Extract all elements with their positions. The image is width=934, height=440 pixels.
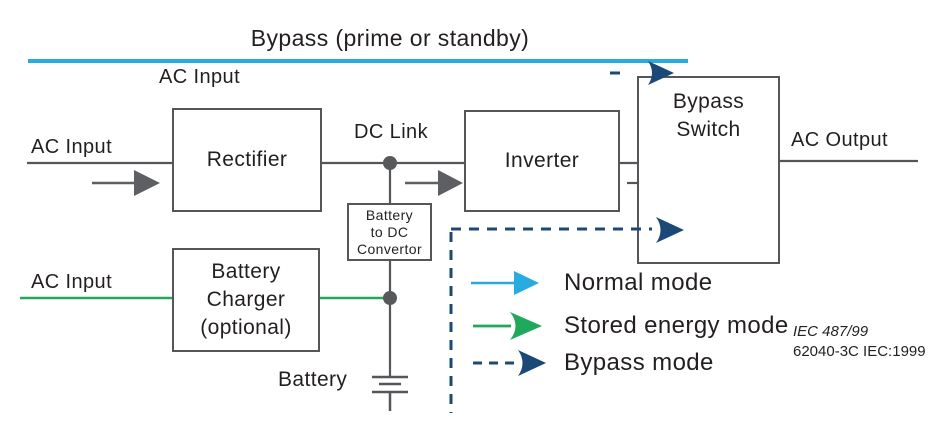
standards-footnote: IEC 487/99 62040-3C IEC:1999 xyxy=(793,322,926,362)
battery-to-dc-convertor-box: Battery to DC Convertor xyxy=(347,203,432,261)
legend-item-stored-energy-mode: Stored energy mode xyxy=(465,311,789,341)
convertor-label-line1: Battery xyxy=(365,206,414,223)
battery-junction-dot xyxy=(383,291,397,305)
inverter-box: Inverter xyxy=(464,110,620,212)
legend-label-stored-energy-mode: Stored energy mode xyxy=(564,312,789,339)
ac-input-main-label: AC Input xyxy=(31,136,113,158)
battery-label: Battery xyxy=(278,368,348,391)
bypass-switch-box: Bypass Switch xyxy=(637,76,780,264)
standards-footnote-line1: IEC 487/99 xyxy=(793,323,869,340)
standards-footnote-line2: 62040-3C IEC:1999 xyxy=(793,343,926,360)
convertor-label-line2: to DC xyxy=(370,223,409,240)
dc-link-flow-arrow-icon xyxy=(405,170,463,196)
dc-link-label: DC Link xyxy=(354,121,428,143)
battery-charger-box: Battery Charger (optional) xyxy=(172,248,320,352)
bypass-switch-label-line2: Switch xyxy=(676,118,741,141)
battery-charger-label-line2: Charger xyxy=(206,288,286,311)
battery-symbol-icon xyxy=(372,375,408,411)
ac-input-flow-arrow-icon xyxy=(92,170,160,196)
battery-charger-label-line1: Battery xyxy=(211,260,281,283)
ac-output-label: AC Output xyxy=(791,129,888,151)
dc-link-junction-dot xyxy=(383,156,397,170)
legend-item-normal-mode: Normal mode xyxy=(465,268,712,298)
battery-charger-label-line3: (optional) xyxy=(200,316,292,339)
inverter-label: Inverter xyxy=(504,149,580,172)
legend-label-normal-mode: Normal mode xyxy=(564,269,713,296)
bypass-mode-arrow-icon xyxy=(473,350,546,376)
ac-input-battery-label: AC Input xyxy=(31,271,113,293)
convertor-label-line3: Convertor xyxy=(356,240,423,257)
rectifier-box: Rectifier xyxy=(172,108,322,212)
diagram-title: Bypass (prime or standby) xyxy=(250,25,530,51)
legend-label-bypass-mode: Bypass mode xyxy=(564,349,714,376)
rectifier-label: Rectifier xyxy=(206,148,288,171)
stored-energy-mode-arrow-icon xyxy=(473,312,542,340)
normal-mode-arrow-icon xyxy=(471,271,539,295)
ac-input-top-label: AC Input xyxy=(159,66,241,88)
bypass-switch-label-line1: Bypass xyxy=(672,90,745,113)
legend-item-bypass-mode: Bypass mode xyxy=(465,348,714,378)
